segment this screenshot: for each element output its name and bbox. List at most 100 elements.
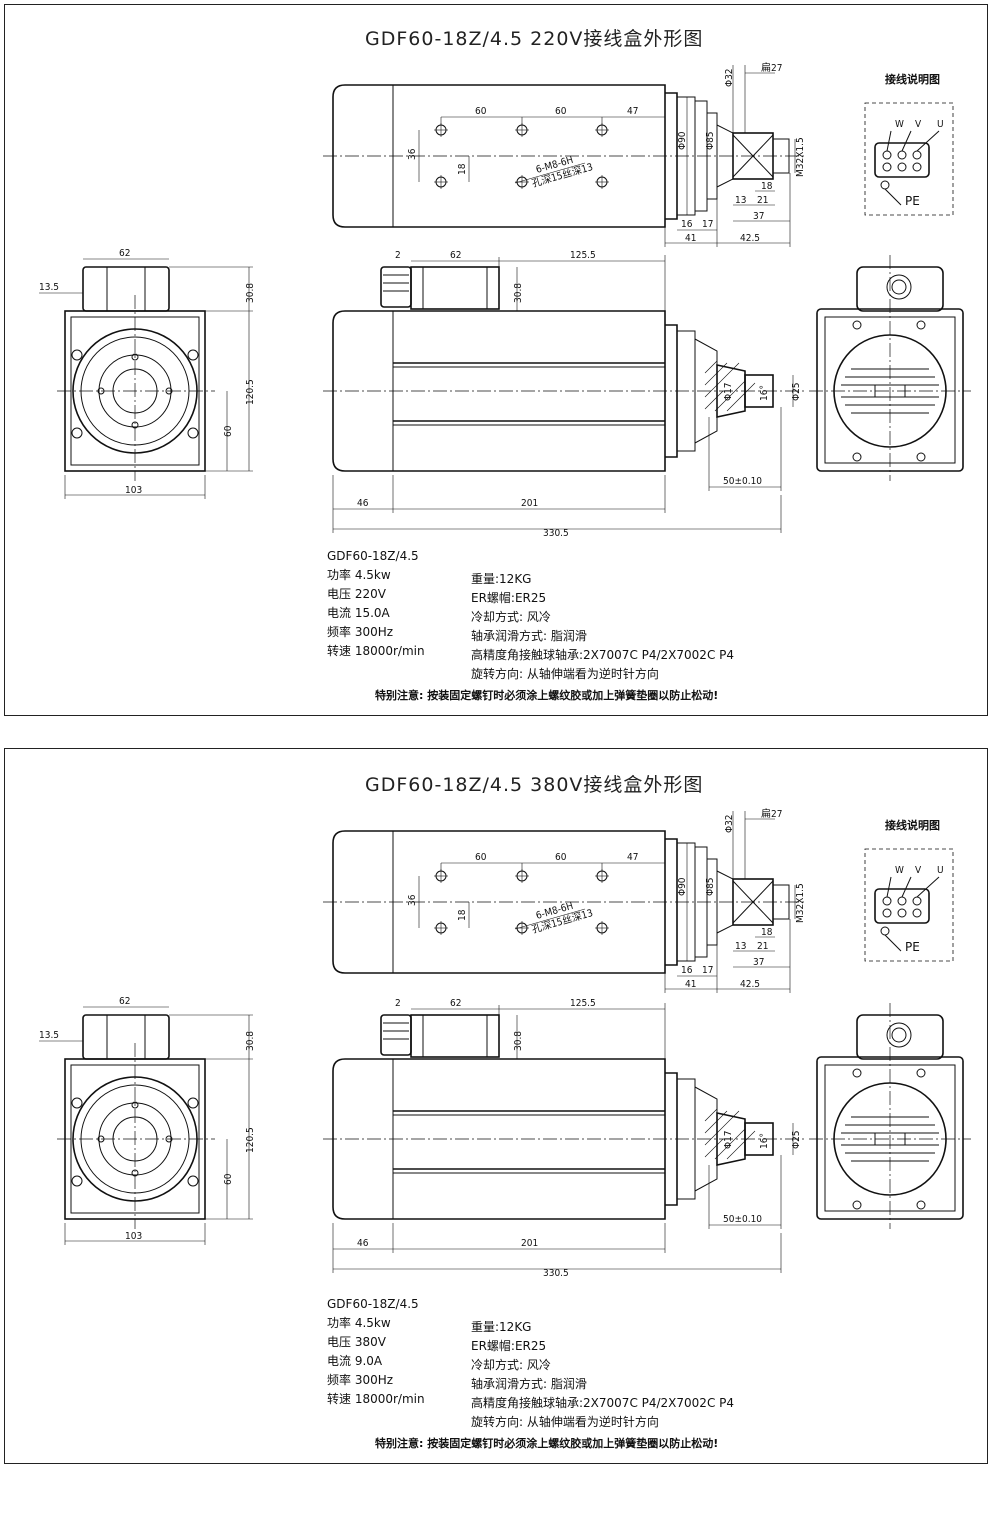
dim-13: 13	[735, 941, 746, 952]
dim-phi17: Φ17	[723, 382, 734, 401]
dim-m32: M32X1.5	[795, 137, 806, 177]
spec-weight: 重量:12KG	[471, 572, 531, 586]
dim-side-30-8: 30.8	[513, 1031, 524, 1051]
dim-201: 201	[521, 1238, 538, 1249]
dim-end-120-5: 120.5	[245, 379, 256, 405]
dim-47: 47	[627, 852, 638, 863]
top-view: 60 60 47 36 18 6-M8-6H 孔深15丝深13 Φ90 Φ85 …	[323, 61, 806, 247]
dim-21: 21	[757, 941, 768, 952]
drawing-title: GDF60-18Z/4.5 380V接线盒外形图	[365, 774, 703, 796]
terminal-w: W	[895, 865, 904, 876]
wiring-title: 接线说明图	[885, 818, 940, 832]
dim-201: 201	[521, 498, 538, 509]
dim-36: 36	[407, 148, 418, 160]
drawing-svg: GDF60-18Z/4.5 220V接线盒外形图	[39, 28, 971, 702]
dim-18: 18	[457, 909, 468, 921]
spec-lubrication: 轴承润滑方式: 脂润滑	[471, 628, 587, 643]
dim-50: 50±0.10	[723, 476, 762, 487]
dim-side-2: 2	[395, 250, 401, 261]
dim-330-5: 330.5	[543, 1268, 569, 1279]
dim-m32: M32X1.5	[795, 883, 806, 923]
dim-46: 46	[357, 1238, 369, 1249]
terminal-v: V	[915, 865, 922, 876]
dim-end-30-8: 30.8	[245, 1031, 256, 1051]
dim-phi25: Φ25	[791, 382, 802, 401]
dim-end-60: 60	[223, 425, 234, 437]
wiring-diagram: 接线说明图 W V U PE	[864, 818, 954, 962]
dim-60b: 60	[555, 852, 567, 863]
dim-42-5: 42.5	[740, 233, 760, 244]
dim-18b: 18	[761, 927, 773, 938]
drawing-sheet-380v: GDF60-18Z/4.5 380V接线盒外形图	[4, 748, 988, 1464]
wiring-title: 接线说明图	[885, 72, 940, 86]
spec-power: 功率 4.5kw	[327, 1315, 391, 1330]
spec-collet-nut: ER螺帽:ER25	[471, 1338, 546, 1353]
dim-18b: 18	[761, 181, 773, 192]
dim-side-62: 62	[450, 250, 461, 261]
dim-41: 41	[685, 979, 696, 990]
spec-warning-note: 特别注意: 按装固定螺钉时必须涂上螺纹胶或加上弹簧垫圈以防止松动!	[375, 1436, 718, 1450]
drawing-sheet-220v: GDF60-18Z/4.5 220V接线盒外形图	[4, 4, 988, 716]
spec-model: GDF60-18Z/4.5	[327, 549, 419, 563]
spec-bearings: 高精度角接触球轴承:2X7007C P4/2X7002C P4	[471, 1395, 734, 1410]
dim-end-62: 62	[119, 248, 130, 259]
spec-voltage: 电压 380V	[327, 1335, 387, 1349]
dim-wrench27: 扁27	[761, 807, 782, 820]
spec-power: 功率 4.5kw	[327, 567, 391, 582]
dim-side-62: 62	[450, 998, 461, 1009]
dim-13: 13	[735, 195, 746, 206]
terminal-w: W	[895, 119, 904, 130]
spec-bearings: 高精度角接触球轴承:2X7007C P4/2X7002C P4	[471, 647, 734, 662]
dim-phi90: Φ90	[677, 131, 688, 150]
dim-side-2: 2	[395, 998, 401, 1009]
dim-17: 17	[702, 965, 713, 976]
spec-weight: 重量:12KG	[471, 1320, 531, 1334]
dim-phi17: Φ17	[723, 1130, 734, 1149]
dim-60b: 60	[555, 106, 567, 117]
dim-16: 16	[681, 965, 693, 976]
terminal-u: U	[937, 119, 944, 130]
collet-hatch	[704, 360, 756, 412]
dim-end-103: 103	[125, 485, 142, 496]
specs-block: GDF60-18Z/4.5 功率 4.5kw 电压 220V 电流 15.0A …	[327, 549, 734, 702]
dim-end-13-5: 13.5	[39, 282, 59, 293]
spec-current: 电流 15.0A	[327, 606, 391, 620]
side-view: 2 62 125.5 30.8 Φ17 16° Φ25 50±0.10 46 2…	[323, 250, 805, 539]
specs-block: GDF60-18Z/4.5 功率 4.5kw 电压 380V 电流 9.0A 频…	[327, 1297, 734, 1450]
mount-holes	[434, 123, 609, 189]
terminal-pe: PE	[905, 940, 920, 954]
dim-46: 46	[357, 498, 369, 509]
spec-cooling: 冷却方式: 风冷	[471, 609, 551, 624]
dim-16deg: 16°	[759, 385, 770, 401]
spec-cooling: 冷却方式: 风冷	[471, 1357, 551, 1372]
dim-end-103: 103	[125, 1231, 142, 1242]
terminal-pe: PE	[905, 194, 920, 208]
top-view: 60 60 47 36 18 6-M8-6H 孔深15丝深13 Φ90 Φ85 …	[323, 807, 806, 993]
dim-phi90: Φ90	[677, 877, 688, 896]
dim-side-125-5: 125.5	[570, 250, 596, 261]
dim-18: 18	[457, 163, 468, 175]
dim-41: 41	[685, 233, 696, 244]
dim-phi32: Φ32	[724, 814, 735, 833]
dim-330-5: 330.5	[543, 528, 569, 539]
end-view-right	[809, 255, 971, 481]
spec-current: 电流 9.0A	[327, 1354, 383, 1368]
spec-rotation: 旋转方向: 从轴伸端看为逆时针方向	[471, 666, 659, 681]
wiring-diagram: 接线说明图 W V U PE	[864, 72, 954, 216]
spec-warning-note: 特别注意: 按装固定螺钉时必须涂上螺纹胶或加上弹簧垫圈以防止松动!	[375, 688, 718, 702]
spec-speed: 转速 18000r/min	[327, 643, 425, 658]
spec-voltage: 电压 220V	[327, 587, 387, 601]
dim-side-30-8: 30.8	[513, 283, 524, 303]
dim-17: 17	[702, 219, 713, 230]
mount-holes	[434, 869, 609, 935]
drawing-svg: GDF60-18Z/4.5 380V接线盒外形图	[39, 774, 971, 1450]
dim-phi85: Φ85	[705, 131, 716, 150]
side-view: 2 62 125.5 30.8 Φ17 16° Φ25 50±0.10 46 2…	[323, 998, 805, 1279]
spec-lubrication: 轴承润滑方式: 脂润滑	[471, 1376, 587, 1391]
end-view-right	[809, 1003, 971, 1229]
dim-side-125-5: 125.5	[570, 998, 596, 1009]
dim-end-30-8: 30.8	[245, 283, 256, 303]
dim-phi25: Φ25	[791, 1130, 802, 1149]
dim-end-60: 60	[223, 1173, 234, 1185]
terminal-u: U	[937, 865, 944, 876]
